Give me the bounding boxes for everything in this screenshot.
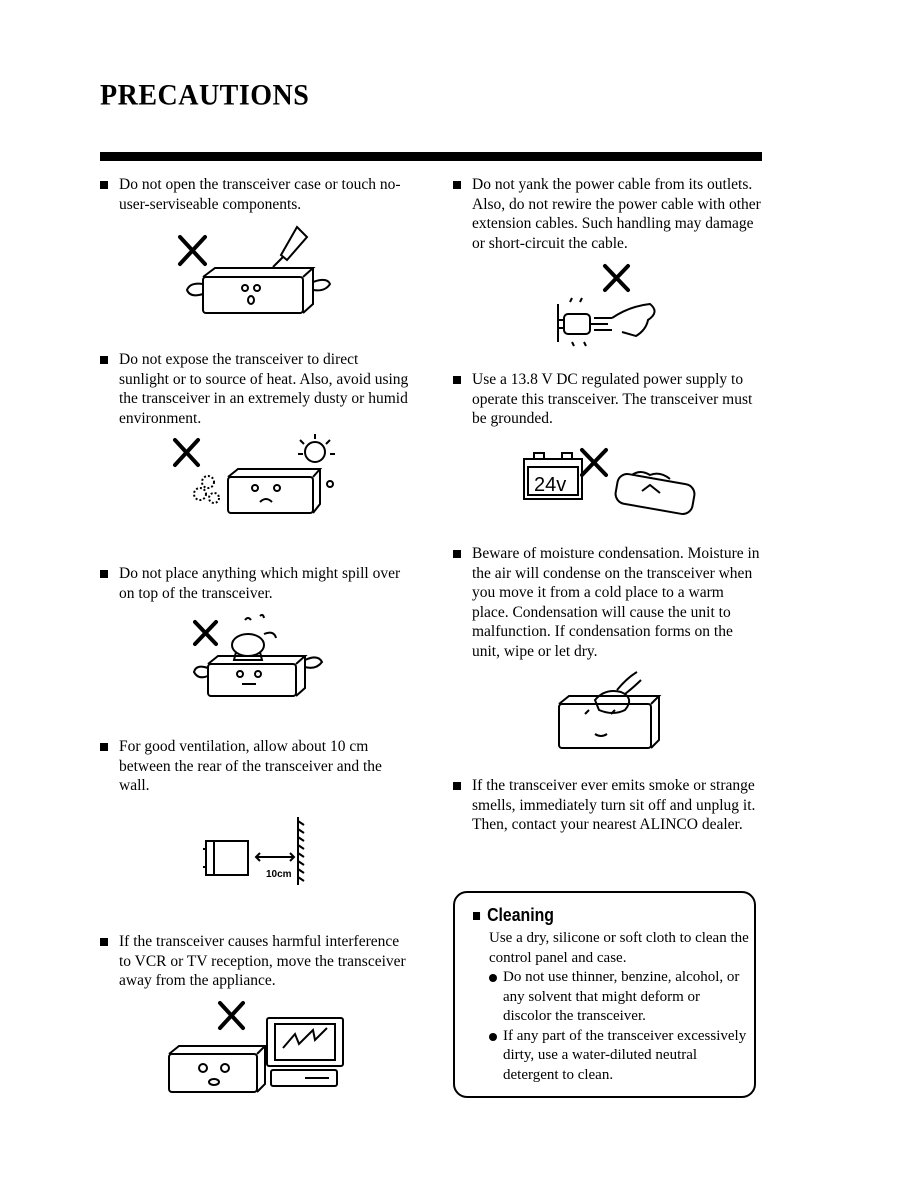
precaution-text: For good ventilation, allow about 10 cm … — [119, 738, 382, 795]
round-bullet-icon — [489, 974, 497, 982]
square-bullet-icon — [453, 782, 461, 790]
precaution-spill: Do not place anything which might spill … — [100, 564, 410, 603]
precaution-open-case: Do not open the transceiver case or touc… — [100, 175, 410, 214]
ventilation-illustration: 10cm — [200, 815, 315, 890]
x-mark-icon — [218, 1001, 245, 1030]
x-mark-icon — [173, 438, 200, 467]
cleaning-point: If any part of the transceiver excessive… — [489, 1027, 751, 1086]
open-case-illustration — [175, 222, 340, 322]
cleaning-body: Use a dry, silicone or soft cloth to cle… — [489, 929, 751, 1085]
power-cable-illustration — [550, 262, 665, 352]
round-bullet-icon — [489, 1032, 497, 1041]
precaution-power-cable: Do not yank the power cable from its out… — [453, 175, 763, 253]
precaution-heat: Do not expose the transceiver to direct … — [100, 350, 410, 428]
square-bullet-icon — [453, 550, 461, 558]
distance-label: 10cm — [266, 869, 292, 880]
heat-illustration — [170, 432, 350, 527]
interference-illustration — [165, 998, 350, 1098]
precaution-interference: If the transceiver causes harmful interf… — [100, 932, 410, 991]
precaution-text: Do not place anything which might spill … — [119, 565, 401, 602]
square-bullet-icon — [453, 376, 461, 384]
wipe-illustration — [555, 670, 665, 752]
square-bullet-icon — [100, 743, 108, 751]
battery-illustration: 24v — [520, 445, 700, 520]
precaution-smoke: If the transceiver ever emits smoke or s… — [453, 776, 763, 835]
cleaning-intro: Use a dry, silicone or soft cloth to cle… — [489, 930, 749, 966]
precaution-text: Do not expose the transceiver to direct … — [119, 351, 409, 427]
square-bullet-icon — [473, 912, 481, 921]
title-rule — [100, 152, 762, 161]
battery-label: 24v — [534, 474, 566, 496]
x-mark-icon — [193, 620, 218, 646]
square-bullet-icon — [453, 181, 461, 189]
precaution-power-supply: Use a 13.8 V DC regulated power supply t… — [453, 370, 763, 429]
precaution-text: Beware of moisture condensation. Moistur… — [472, 545, 760, 660]
precaution-text: Do not open the transceiver case or touc… — [119, 176, 401, 213]
spill-illustration — [190, 612, 330, 702]
cleaning-point-text: Do not use thinner, benzine, alcohol, or… — [503, 969, 740, 1024]
x-mark-icon — [603, 264, 630, 292]
x-mark-icon — [178, 235, 207, 266]
precaution-text: If the transceiver ever emits smoke or s… — [472, 777, 756, 834]
square-bullet-icon — [100, 356, 108, 364]
square-bullet-icon — [100, 181, 108, 189]
page-title: PRECAUTIONS — [100, 79, 310, 112]
square-bullet-icon — [100, 570, 108, 578]
cleaning-heading: Cleaning — [473, 905, 554, 926]
precaution-condensation: Beware of moisture condensation. Moistur… — [453, 544, 763, 662]
precaution-text: Do not yank the power cable from its out… — [472, 176, 761, 252]
precaution-text: If the transceiver causes harmful interf… — [119, 933, 406, 990]
precaution-text: Use a 13.8 V DC regulated power supply t… — [472, 371, 753, 428]
x-mark-icon — [580, 448, 608, 477]
cleaning-point-text: If any part of the transceiver excessive… — [503, 1027, 747, 1083]
cleaning-box: Cleaning Use a dry, silicone or soft clo… — [453, 891, 756, 1098]
precaution-ventilation: For good ventilation, allow about 10 cm … — [100, 737, 410, 796]
cleaning-point: Do not use thinner, benzine, alcohol, or… — [489, 968, 751, 1027]
cleaning-title: Cleaning — [487, 905, 554, 925]
square-bullet-icon — [100, 938, 108, 946]
